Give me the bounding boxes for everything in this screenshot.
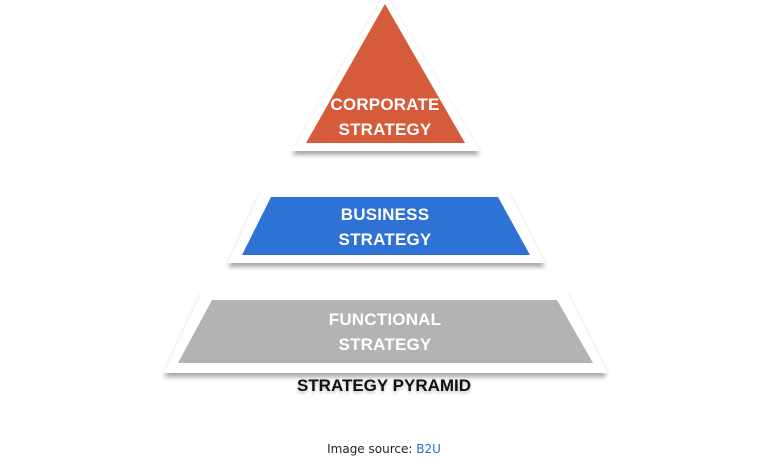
tier-business-label: BUSINESS STRATEGY: [285, 202, 485, 252]
image-source-caption: Image source: B2U: [0, 442, 768, 456]
tier-functional-label: FUNCTIONAL STRATEGY: [285, 307, 485, 357]
tier-business-line2: STRATEGY: [338, 230, 432, 249]
tier-functional-shape: [178, 300, 593, 363]
image-source-prefix: Image source:: [327, 442, 413, 456]
tier-corporate: [292, 0, 480, 151]
tier-functional-line1: FUNCTIONAL: [328, 310, 442, 329]
tier-business: [228, 189, 545, 263]
tier-functional: [164, 291, 607, 373]
pyramid-title: STRATEGY PYRAMID: [296, 376, 472, 395]
tier-business-shape: [242, 197, 530, 255]
image-source-link[interactable]: B2U: [416, 442, 441, 456]
tier-functional-line2: STRATEGY: [338, 335, 432, 354]
tier-corporate-shape: [306, 4, 465, 143]
tier-corporate-line1: CORPORATE: [330, 95, 440, 114]
tier-corporate-label: CORPORATE STRATEGY: [285, 92, 485, 142]
tier-business-line1: BUSINESS: [340, 205, 430, 224]
tier-corporate-line2: STRATEGY: [338, 120, 432, 139]
